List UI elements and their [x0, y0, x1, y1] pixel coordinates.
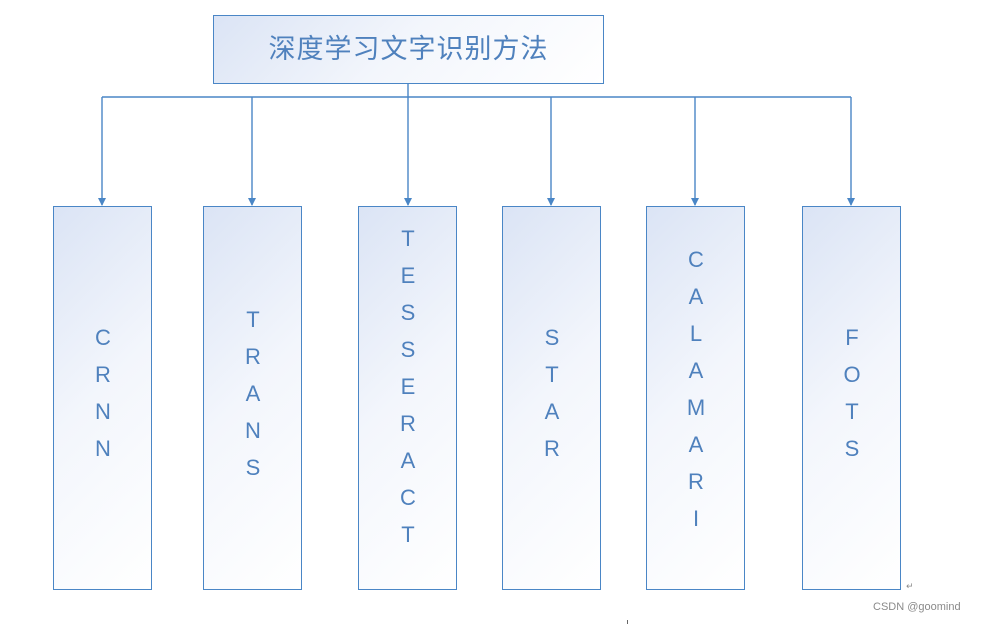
star-node: STAR [502, 206, 601, 590]
crnn-node: CRNN [53, 206, 152, 590]
fots-node-label: FOTS [839, 325, 865, 473]
tesseract-node-label: TESSERACT [395, 225, 421, 559]
root-node-label: 深度学习文字识别方法 [268, 34, 549, 65]
insertion-tick-mark [627, 620, 628, 624]
calamari-node-label: CALAMARI [683, 247, 709, 543]
tesseract-node: TESSERACT [358, 206, 457, 590]
root-node: 深度学习文字识别方法 [213, 15, 604, 84]
trans-node: TRANS [203, 206, 302, 590]
paragraph-mark: ↵ [906, 582, 914, 592]
crnn-node-label: CRNN [90, 325, 116, 473]
calamari-node: CALAMARI [646, 206, 745, 590]
fots-node: FOTS [802, 206, 901, 590]
star-node-label: STAR [539, 325, 565, 473]
watermark-text: CSDN @goomind [873, 601, 961, 613]
trans-node-label: TRANS [240, 306, 266, 492]
